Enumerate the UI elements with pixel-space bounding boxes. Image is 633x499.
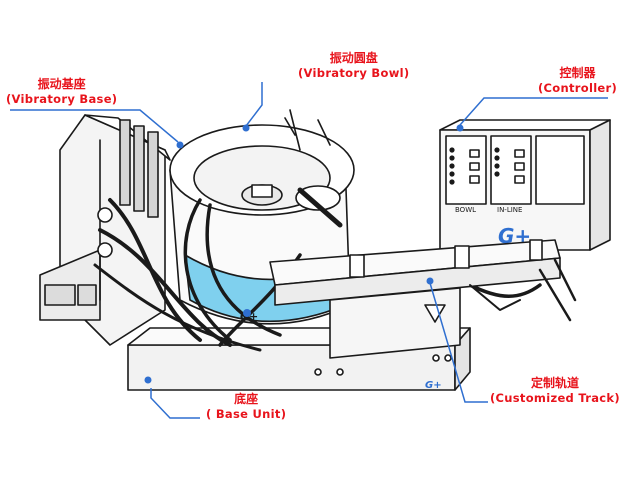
callout-dots (176, 124, 464, 317)
label-track-en: (Customized Track) (490, 391, 620, 405)
label-track-zh: 定制轨道 (530, 376, 579, 390)
vibratory-base-machine (39, 114, 262, 352)
controller-caption-mid: IN-LINE (497, 206, 522, 214)
callout-controller (459, 97, 608, 126)
label-controller: 控制器 (Controller) (538, 66, 617, 96)
base-logo: G+ (425, 380, 442, 391)
label-base-unit-en: ( Base Unit) (206, 407, 287, 421)
label-base-unit-zh: 底座 (234, 392, 259, 406)
controller-box (439, 119, 611, 251)
label-vibratory-base-en: (Vibratory Base) (6, 92, 118, 106)
label-vibratory-bowl-en: (Vibratory Bowl) (298, 66, 410, 80)
label-vibratory-base: 振动基座 (Vibratory Base) (6, 77, 117, 107)
callout-base-unit (150, 388, 200, 419)
customized-track (269, 239, 577, 359)
callout-vibratory-base (10, 109, 179, 143)
label-controller-zh: 控制器 (559, 66, 596, 80)
label-base-unit: 底座 ( Base Unit) (206, 392, 286, 422)
callout-track (429, 282, 488, 403)
label-vibratory-bowl-zh: 振动圆盘 (329, 51, 378, 65)
callout-lines (10, 82, 608, 419)
controller-caption-left: BOWL (455, 206, 476, 214)
label-track: 定制轨道 (Customized Track) (490, 376, 620, 406)
label-vibratory-bowl: 振动圆盘 (Vibratory Bowl) (298, 51, 409, 81)
callout-vibratory-bowl (245, 82, 263, 127)
label-controller-en: (Controller) (538, 81, 618, 95)
label-vibratory-base-zh: 振动基座 (37, 77, 86, 91)
